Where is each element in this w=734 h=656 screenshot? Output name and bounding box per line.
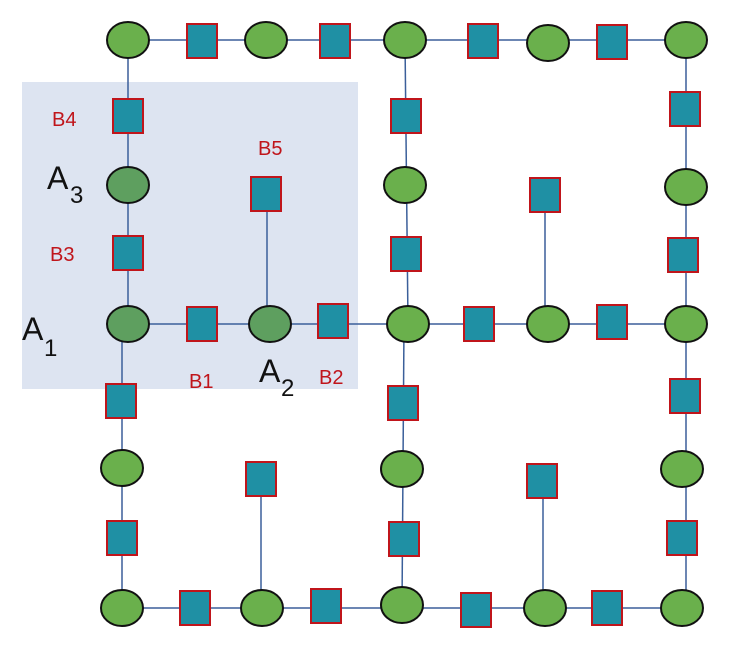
label-a1-main: A	[22, 311, 44, 347]
node-a-16	[380, 586, 424, 624]
node-a-11	[100, 449, 144, 487]
node-b-1	[186, 23, 218, 59]
node-a-6	[383, 166, 427, 204]
node-a-2	[244, 21, 288, 59]
label-a2-sub: 2	[281, 375, 294, 402]
node-b3	[112, 235, 144, 271]
label-a1: A 1	[22, 311, 57, 362]
node-b4	[112, 98, 144, 134]
node-a2	[248, 305, 292, 343]
node-b1	[186, 306, 218, 342]
node-b-12	[105, 383, 137, 419]
node-b-17	[106, 520, 138, 556]
node-a-13	[660, 450, 704, 488]
node-b-10	[463, 306, 495, 342]
node-a-18	[660, 589, 704, 627]
node-a-17	[523, 589, 567, 627]
label-b5: B5	[258, 138, 282, 160]
node-a-15	[240, 589, 284, 627]
node-b-21	[310, 588, 342, 624]
node-b-19	[666, 520, 698, 556]
nodes	[100, 21, 708, 628]
node-a-10	[664, 305, 708, 343]
node-a3	[106, 166, 150, 204]
node-b-11	[596, 304, 628, 340]
node-b-4	[596, 24, 628, 60]
node-b-22	[460, 592, 492, 628]
node-b-16	[526, 463, 558, 499]
label-b4: B4	[52, 109, 76, 131]
node-b-15	[245, 461, 277, 497]
node-b-18	[388, 521, 420, 557]
node-b-3	[467, 23, 499, 59]
node-b-20	[179, 590, 211, 626]
label-b1: B1	[189, 371, 213, 393]
label-a3-main: A	[47, 160, 69, 196]
label-a2: A 2	[259, 353, 294, 402]
label-a2-main: A	[259, 353, 281, 389]
node-b-8	[390, 236, 422, 272]
node-a-7	[664, 168, 708, 206]
node-b-7	[529, 177, 561, 213]
node-a-14	[100, 589, 144, 627]
node-b5	[250, 176, 282, 212]
label-a1-sub: 1	[44, 335, 57, 362]
node-b-9	[667, 237, 699, 273]
node-b-23	[591, 590, 623, 626]
node-a-4	[526, 24, 570, 62]
node-a-8	[386, 305, 430, 343]
node-a-1	[106, 21, 150, 59]
node-b-14	[669, 378, 701, 414]
node-a1	[106, 305, 150, 343]
node-b-5	[390, 98, 422, 134]
node-a-12	[380, 450, 424, 488]
labels: B4 B5 B3 B1 B2 A 3 A 1 A 2	[22, 109, 343, 402]
node-b-6	[669, 91, 701, 127]
node-b2	[317, 303, 349, 339]
node-a-9	[526, 305, 570, 343]
label-b3: B3	[50, 244, 74, 266]
label-b2: B2	[319, 367, 343, 389]
node-b-2	[319, 23, 351, 59]
node-b-13	[387, 385, 419, 421]
label-a3-sub: 3	[70, 182, 83, 209]
node-a-3	[383, 21, 427, 59]
label-a3: A 3	[47, 160, 83, 209]
node-a-5	[664, 21, 708, 59]
